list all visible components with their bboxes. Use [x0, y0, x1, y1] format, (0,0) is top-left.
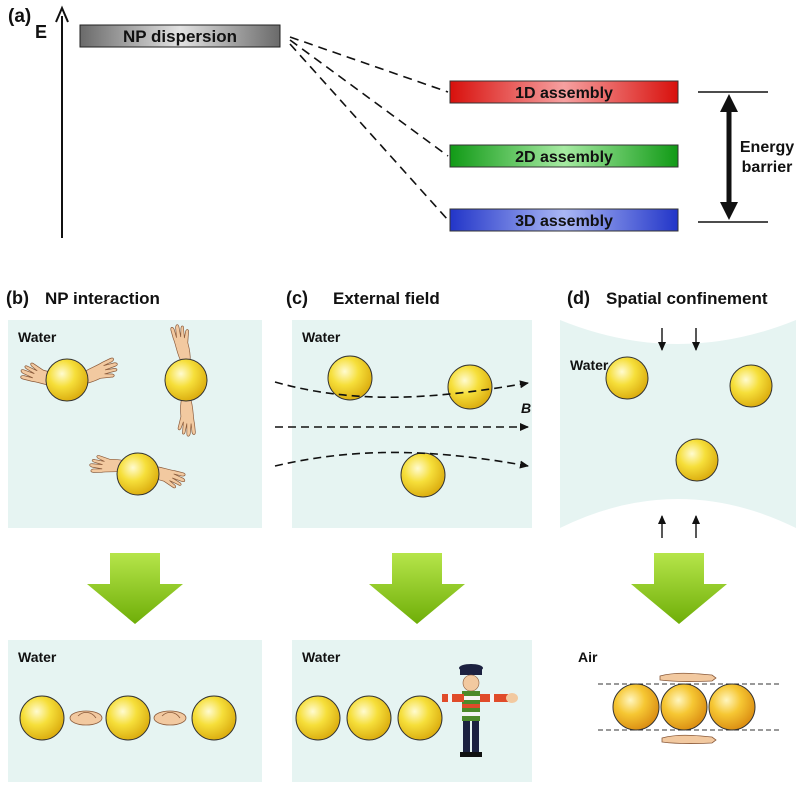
- assembly-3d-label: 3D assembly: [515, 213, 613, 230]
- field-lines: [274, 380, 529, 469]
- water-label-c-bottom: Water: [302, 649, 341, 665]
- panel-d-label: (d): [567, 288, 590, 308]
- barrier-arrow-down: [720, 202, 738, 220]
- panel-a-label: (a): [8, 6, 31, 27]
- nanoparticle: [675, 438, 719, 482]
- assembly-1d-label: 1D assembly: [515, 85, 613, 102]
- panel-c-label: (c): [286, 288, 308, 308]
- panel-b-title: NP interaction: [45, 289, 160, 308]
- assembly-2d-bar: [449, 144, 679, 168]
- down-arrow-d: [631, 553, 727, 624]
- assembly-2d-label: 2D assembly: [515, 149, 613, 166]
- panel-d: (d) Spatial confinement Water Air: [560, 288, 796, 745]
- nanoparticle: [346, 695, 392, 741]
- nanoparticle: [295, 695, 341, 741]
- panel-a: (a) E NP dispersion 1D assembly 2D assem…: [8, 5, 794, 238]
- water-label-b-top: Water: [18, 329, 57, 345]
- nanoparticle: [116, 452, 160, 496]
- field-label-b: B: [521, 400, 531, 416]
- nanoparticle: [605, 356, 649, 400]
- energy-barrier-label-1: Energy: [740, 139, 794, 156]
- assembly-3d-bar: [449, 208, 679, 232]
- nanoparticle: [191, 695, 237, 741]
- water-region-d: [560, 320, 796, 528]
- energy-axis-label: E: [35, 22, 47, 42]
- down-arrow-c: [369, 553, 465, 624]
- panel-c-title: External field: [333, 289, 440, 308]
- panel-b-label: (b): [6, 288, 29, 308]
- nanoparticle: [447, 364, 493, 410]
- nanoparticle: [105, 695, 151, 741]
- nanoparticle: [19, 695, 65, 741]
- energy-barrier-label-2: barrier: [742, 159, 793, 176]
- traffic-officer-icon: [442, 664, 518, 757]
- energy-axis-arrowhead: [55, 5, 69, 23]
- assembly-1d-bar: [449, 80, 679, 104]
- water-label-d: Water: [570, 357, 609, 373]
- panel-d-title: Spatial confinement: [606, 289, 768, 308]
- hand-icon: [659, 672, 717, 745]
- air-label-d: Air: [578, 649, 598, 665]
- water-label-c-top: Water: [302, 329, 341, 345]
- nanoparticle: [729, 364, 773, 408]
- water-label-b-bottom: Water: [18, 649, 57, 665]
- nanoparticle: [327, 355, 373, 401]
- water-box-b-top: [8, 320, 262, 528]
- panel-c: (c) External field Water B Water: [274, 288, 532, 782]
- panel-b: (b) NP interaction Water Water: [6, 288, 262, 782]
- nanoparticle: [660, 683, 708, 731]
- water-box-c-top: [292, 320, 532, 528]
- nanoparticle: [612, 683, 660, 731]
- nanoparticle: [164, 358, 208, 402]
- barrier-arrow-up: [720, 94, 738, 112]
- nanoparticle: [45, 358, 89, 402]
- np-dispersion-bar: [79, 24, 281, 48]
- np-dispersion-label: NP dispersion: [123, 27, 237, 46]
- nanoparticle: [397, 695, 443, 741]
- transition-dashes: [289, 36, 449, 221]
- handshake-icon: [69, 710, 187, 726]
- nanoparticle: [400, 452, 446, 498]
- compress-arrow-icon: [658, 328, 700, 538]
- nanoparticle: [708, 683, 756, 731]
- down-arrow-b: [87, 553, 183, 624]
